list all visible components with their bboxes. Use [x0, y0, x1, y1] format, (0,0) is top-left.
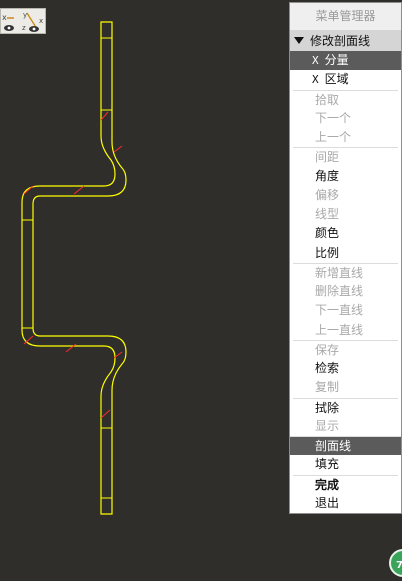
section-profile-outline[interactable]	[21, 21, 127, 515]
menu-item-next-line[interactable]: 下一直线	[315, 303, 364, 318]
menu-item-next[interactable]: 下一个	[315, 110, 352, 125]
hatch-line	[65, 343, 77, 353]
hatch-line	[23, 185, 34, 195]
menu-item-erase[interactable]: 拭除	[293, 397, 398, 417]
menu-item-offset[interactable]: 偏移	[315, 187, 340, 202]
menu-item-add-line[interactable]: 新增直线	[293, 262, 398, 282]
menu-item-quit[interactable]: 退出	[315, 495, 340, 510]
hatch-line	[23, 335, 34, 345]
svg-text:z: z	[22, 24, 26, 32]
menu-item-color[interactable]: 颜色	[315, 226, 340, 241]
triangle-down-icon	[294, 37, 304, 44]
menu-item-spacing[interactable]: 间距	[293, 147, 398, 166]
hatch-line	[73, 185, 85, 195]
yzx-axis-view-icon[interactable]: y x z	[22, 11, 43, 32]
menu-item-pick[interactable]: 拾取	[293, 89, 398, 109]
menu-item-save[interactable]: 保存	[293, 339, 398, 359]
svg-text:x: x	[39, 17, 43, 25]
hatch-line	[113, 145, 123, 153]
menu-item-delete-line[interactable]: 删除直线	[315, 284, 364, 298]
modify-hatch-section-header[interactable]: 修改剖面线	[290, 31, 401, 51]
check-x-icon: X	[312, 54, 319, 67]
menu-item-retrieve[interactable]: 检索	[315, 361, 340, 375]
menu-manager-title: 菜单管理器	[290, 3, 401, 31]
view-orientation-toolbar[interactable]: x y x z	[0, 8, 46, 34]
svg-text:x: x	[2, 13, 7, 22]
menu-item-hatch[interactable]: 剖面线	[290, 436, 401, 456]
x-axis-view-icon[interactable]: x	[2, 13, 14, 31]
menu-item-previous[interactable]: 上一个	[315, 130, 352, 144]
menu-item-angle[interactable]: 角度	[315, 168, 340, 183]
hatch-line	[100, 409, 111, 419]
menu-item-line-type[interactable]: 线型	[315, 207, 340, 221]
menu-item-show[interactable]: 显示	[315, 418, 340, 433]
menu-item-previous-line[interactable]: 上一直线	[315, 322, 364, 337]
menu-item-scale[interactable]: 比例	[315, 245, 340, 260]
hatch-line	[100, 111, 109, 121]
menu-item-fill[interactable]: 填充	[315, 457, 340, 472]
svg-text:y: y	[23, 11, 27, 19]
check-x-icon: X	[312, 73, 319, 87]
menu-item-copy[interactable]: 复制	[315, 380, 340, 395]
menu-item-done[interactable]: 完成	[293, 474, 398, 494]
hatch-line	[113, 351, 123, 359]
